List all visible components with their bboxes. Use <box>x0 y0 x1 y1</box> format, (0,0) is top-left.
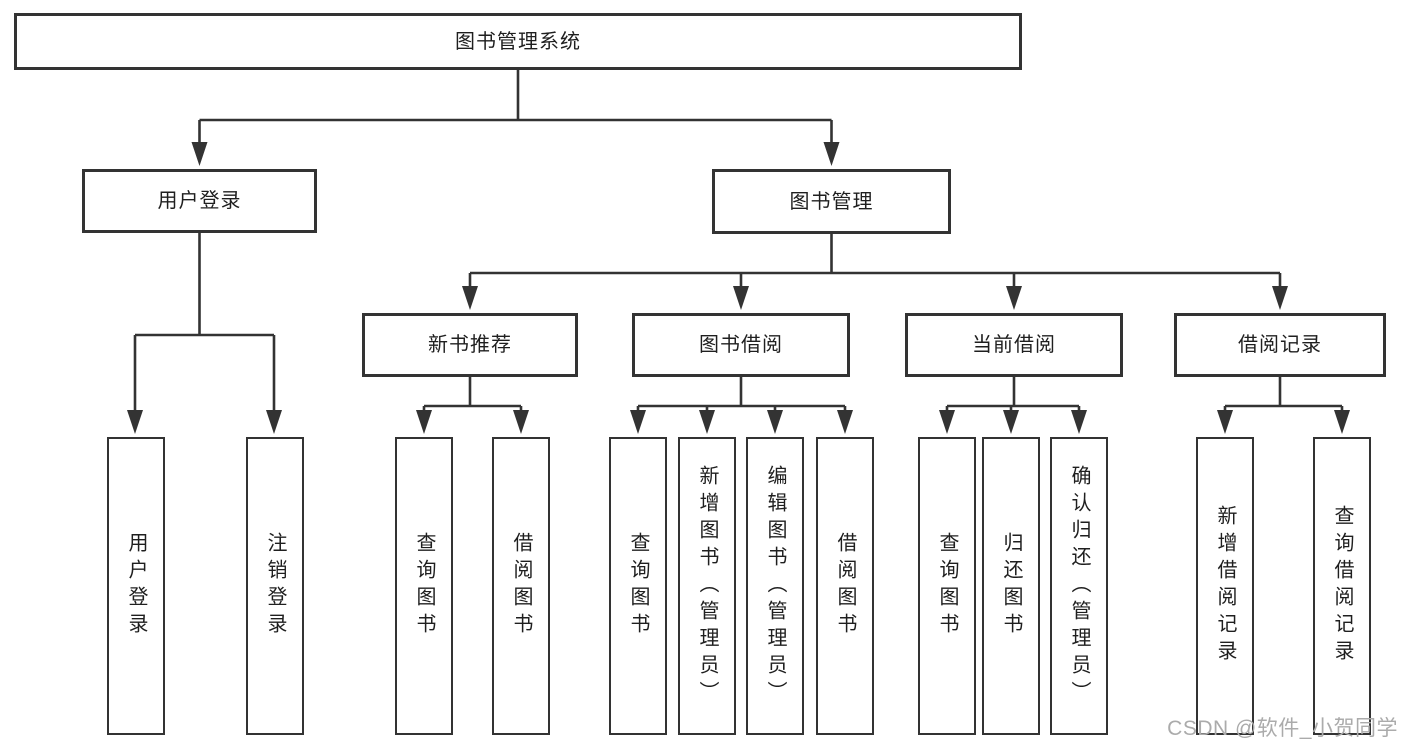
arrow-down-icon <box>191 142 208 166</box>
arrow-down-icon <box>513 410 529 434</box>
leaf-query-books-recommend-label: 查询图书 <box>413 532 435 640</box>
node-user-login-label: 用户登录 <box>157 190 242 212</box>
arrow-down-icon <box>733 286 749 310</box>
arrow-down-icon <box>127 410 143 434</box>
leaf-borrow-books-recommend-label: 借阅图书 <box>510 532 532 640</box>
arrow-down-icon <box>1334 410 1350 434</box>
leaf-query-books-borrow-label: 查询图书 <box>627 532 649 640</box>
arrow-down-icon <box>699 410 715 434</box>
leaf-query-books-current-label: 查询图书 <box>936 532 958 640</box>
arrow-down-icon <box>1006 286 1022 310</box>
leaf-borrow-books-label: 借阅图书 <box>834 532 856 640</box>
edge-book-management-to-level3 <box>468 234 1282 286</box>
leaf-return-book-label: 归还图书 <box>1000 532 1022 640</box>
edge-user-login-to-leaves <box>133 233 276 410</box>
node-book-borrowing: 图书借阅 <box>632 313 850 377</box>
arrowheads <box>127 142 1350 434</box>
arrow-down-icon <box>823 142 840 166</box>
leaf-add-borrow-record: 新增借阅记录 <box>1196 437 1254 735</box>
leaf-borrow-books: 借阅图书 <box>816 437 874 735</box>
node-current-borrowing-label: 当前借阅 <box>972 334 1056 356</box>
arrow-down-icon <box>630 410 646 434</box>
arrow-down-icon <box>837 410 853 434</box>
csdn-watermark: CSDN @软件_小贺同学 <box>1167 717 1398 740</box>
arrow-down-icon <box>1071 410 1087 434</box>
edge-new-book-to-leaves <box>422 377 523 410</box>
leaf-add-book-admin: 新增图书（管理员） <box>678 437 736 735</box>
arrow-down-icon <box>1272 286 1288 310</box>
node-borrowing-records-label: 借阅记录 <box>1238 334 1322 356</box>
leaf-add-book-admin-label: 新增图书（管理员） <box>696 464 718 708</box>
leaf-query-books-borrow: 查询图书 <box>609 437 667 735</box>
node-new-book-recommend: 新书推荐 <box>362 313 578 377</box>
arrow-down-icon <box>1003 410 1019 434</box>
leaf-user-login: 用户登录 <box>107 437 165 735</box>
node-root-label: 图书管理系统 <box>455 30 581 53</box>
edge-root-to-level2 <box>198 70 833 142</box>
edge-borrowing-records-to-leaves <box>1223 377 1344 410</box>
arrow-down-icon <box>266 410 282 434</box>
leaf-confirm-return-admin-label: 确认归还（管理员） <box>1068 464 1090 708</box>
node-book-management: 图书管理 <box>712 169 951 234</box>
leaf-logout: 注销登录 <box>246 437 304 735</box>
leaf-borrow-books-recommend: 借阅图书 <box>492 437 550 735</box>
node-book-management-label: 图书管理 <box>789 190 874 213</box>
leaf-edit-book-admin: 编辑图书（管理员） <box>746 437 804 735</box>
arrow-down-icon <box>462 286 478 310</box>
leaf-user-login-label: 用户登录 <box>125 532 147 640</box>
leaf-query-books-current: 查询图书 <box>918 437 976 735</box>
node-root-system: 图书管理系统 <box>14 13 1022 70</box>
edge-book-borrowing-to-leaves <box>636 377 847 410</box>
leaf-logout-label: 注销登录 <box>264 532 286 640</box>
node-new-book-recommend-label: 新书推荐 <box>428 334 512 356</box>
arrow-down-icon <box>767 410 783 434</box>
edge-current-borrowing-to-leaves <box>945 377 1081 410</box>
leaf-query-books-recommend: 查询图书 <box>395 437 453 735</box>
leaf-edit-book-admin-label: 编辑图书（管理员） <box>764 464 786 708</box>
leaf-query-borrow-record-label: 查询借阅记录 <box>1331 505 1353 667</box>
leaf-add-borrow-record-label: 新增借阅记录 <box>1214 505 1236 667</box>
leaf-confirm-return-admin: 确认归还（管理员） <box>1050 437 1108 735</box>
node-user-login: 用户登录 <box>82 169 317 233</box>
arrow-down-icon <box>416 410 432 434</box>
node-borrowing-records: 借阅记录 <box>1174 313 1386 377</box>
leaf-return-book: 归还图书 <box>982 437 1040 735</box>
arrow-down-icon <box>939 410 955 434</box>
node-book-borrowing-label: 图书借阅 <box>699 334 783 356</box>
arrow-down-icon <box>1217 410 1233 434</box>
leaf-query-borrow-record: 查询借阅记录 <box>1313 437 1371 735</box>
node-current-borrowing: 当前借阅 <box>905 313 1123 377</box>
